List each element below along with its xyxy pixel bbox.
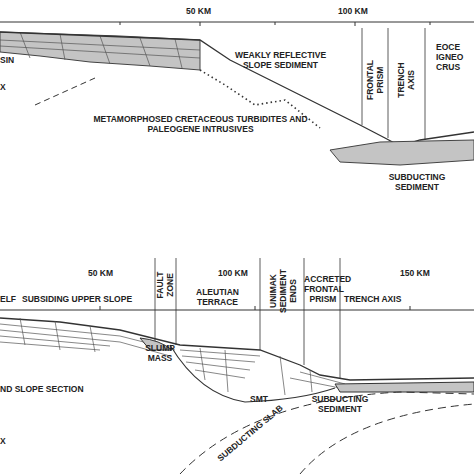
slab-top xyxy=(180,392,474,474)
dashed-line xyxy=(35,78,95,105)
section-label: 150 KM xyxy=(400,268,445,278)
section-label: SIN xyxy=(0,55,25,65)
section-label: SMT xyxy=(250,394,275,404)
section-label: 50 KM xyxy=(186,6,226,16)
strata xyxy=(0,324,345,388)
section-label: WEAKLY REFLECTIVE SLOPE SEDIMENT xyxy=(228,50,333,70)
faults xyxy=(0,32,200,68)
subducting-sediment xyxy=(330,140,474,165)
section-label: TRENCH AXIS xyxy=(396,58,416,102)
shelf-strata xyxy=(0,32,200,70)
slab-base xyxy=(300,404,474,474)
section-label: METAMORPHOSED CRETACEOUS TURBIDITES AND … xyxy=(78,114,323,134)
faults xyxy=(20,318,312,395)
section-label: ELF xyxy=(0,294,20,304)
zone-dividers xyxy=(362,28,425,140)
section-label: ND SLOPE SECTION xyxy=(0,384,120,394)
seafloor xyxy=(0,32,474,146)
subducting-sediment xyxy=(335,382,474,392)
section-label: 100 KM xyxy=(338,6,383,16)
section-label: SUBSIDING UPPER SLOPE xyxy=(22,294,147,304)
section-label: EOCE IGNEO CRUS xyxy=(436,42,472,72)
section-label: X xyxy=(0,82,12,92)
section-label: SUBDUCTING SEDIMENT xyxy=(372,172,462,192)
section-label: ACCRETED FRONTAL PRISM xyxy=(304,274,342,304)
section-label: TRENCH AXIS xyxy=(344,294,424,304)
scale-bar xyxy=(0,22,474,26)
section-label: SUBDUCTING SEDIMENT xyxy=(300,394,380,414)
section-label: ALEUTIAN TERRACE xyxy=(180,287,255,307)
section-label: X xyxy=(0,436,12,446)
section-label: SLUMP MASS xyxy=(140,343,180,363)
section-label: 50 KM xyxy=(88,268,128,278)
section-label: 100 KM xyxy=(218,268,260,278)
section-label: FAULT ZONE xyxy=(155,263,175,307)
section-label: FRONTAL PRISM xyxy=(365,58,385,102)
section-label: UNIMAK SEDIMENT ENDS xyxy=(268,265,298,317)
seafloor xyxy=(0,318,474,380)
